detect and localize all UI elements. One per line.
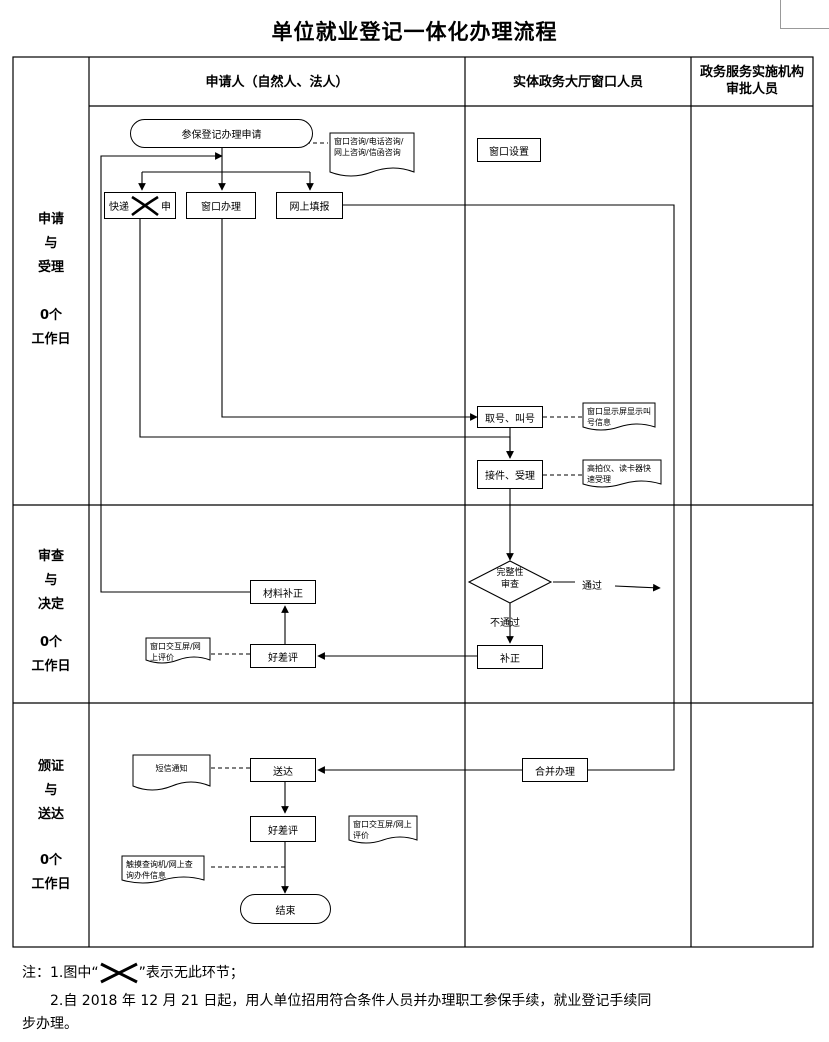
express-box: 快递 申 (104, 192, 176, 219)
column-header-window-staff: 实体政务大厅窗口人员 (512, 75, 643, 90)
stage-apply-accept: 申请 与 受理 0个 工作日 (31, 212, 71, 347)
rating-box-2: 好差评 (250, 816, 316, 842)
cross-icon (131, 195, 159, 216)
material-supplement-box: 材料补正 (250, 580, 316, 604)
arrow-material-loop (100, 152, 250, 593)
doc-scanner: 高拍仪、读卡器快速受理 (587, 464, 651, 484)
doc-shape-consult (329, 132, 415, 177)
column-header-approver: 政务服务实施机构审批人员 (699, 65, 804, 97)
accept-box: 接件、受理 (477, 460, 543, 489)
doc-interactive-1: 窗口交互屏/网上评价 (150, 642, 201, 662)
note-1: 注：1.图中“ ”表示无此环节； (22, 962, 244, 984)
column-header-applicant: 申请人（自然人、法人） (205, 75, 349, 90)
doc-shape-screen (582, 402, 656, 431)
online-apply-box: 网上填报 (276, 192, 343, 219)
not-pass-label: 不通过 (490, 618, 520, 629)
merge-process-box: 合并办理 (522, 758, 588, 782)
completeness-review-label: 完整性 审查 (496, 568, 524, 590)
completeness-review-diamond (467, 560, 553, 604)
line-online-to-merge (343, 204, 675, 771)
note-2-line-1: 2.自 2018 年 12 月 21 日起，用人单位招用符合条件人员并办理职工参… (50, 993, 652, 1009)
doc-shape-scanner (582, 459, 662, 488)
cross-icon (99, 962, 138, 984)
doc-interactive-2: 窗口交互屏/网上评价 (353, 820, 412, 840)
doc-shape-interactive1 (145, 637, 211, 664)
doc-sms: 短信通知 (155, 764, 188, 773)
note-2-line-2: 步办理。 (22, 1016, 78, 1032)
rating-box-1: 好差评 (250, 644, 316, 668)
window-setup-box: 窗口设置 (477, 138, 541, 162)
doc-touch-query: 触摸查询机/网上查询办件信息 (126, 860, 193, 880)
arrow-express-to-accept (139, 219, 514, 459)
take-number-box: 取号、叫号 (477, 406, 543, 428)
pass-label: 通过 (582, 581, 602, 592)
start-node: 参保登记办理申请 (130, 119, 313, 148)
table-border (12, 56, 814, 948)
corner-mark (780, 0, 829, 29)
window-apply-box: 窗口办理 (186, 192, 256, 219)
stage-issue-deliver: 颁证 与 送达 0个 工作日 (31, 759, 71, 892)
doc-shape-sms (132, 754, 211, 791)
pass-arrow (614, 583, 661, 592)
deliver-box: 送达 (250, 758, 316, 782)
doc-shape-interactive2 (348, 815, 418, 844)
doc-shape-touch (121, 855, 205, 884)
correction-box: 补正 (477, 645, 543, 669)
stage-review-decision: 审查 与 决定 0个 工作日 (31, 549, 71, 674)
end-node: 结束 (240, 894, 331, 924)
arrow-window-to-number (221, 219, 478, 421)
doc-screen-display: 窗口显示屏显示叫号信息 (587, 407, 651, 427)
doc-consult: 窗口咨询/电话咨询/网上咨询/信函咨询 (334, 137, 404, 157)
page-title: 单位就业登记一体化办理流程 (271, 20, 558, 44)
